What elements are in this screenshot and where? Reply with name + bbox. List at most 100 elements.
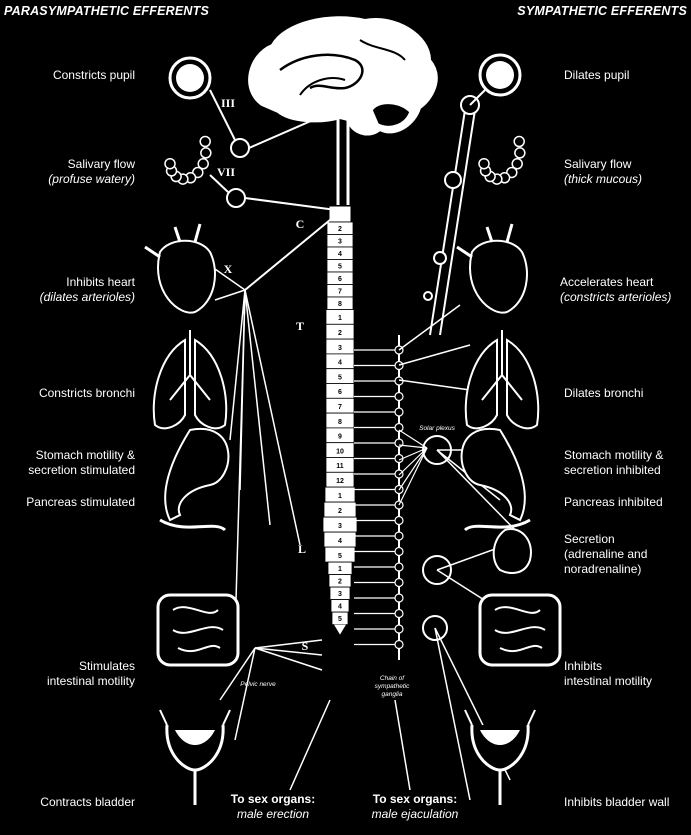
ciliary-ganglion — [230, 138, 250, 158]
cranial-nerve-iii-label: III — [221, 96, 235, 110]
stomach-right-pancreas — [463, 518, 531, 532]
splanchnic-nerve — [398, 447, 428, 491]
spinal-segment-number: 5 — [338, 374, 342, 381]
brain-outline — [248, 16, 438, 205]
bladder-left-fill — [175, 730, 215, 745]
right-label-salivary: Salivary flow (thick mucous) — [564, 157, 643, 186]
pelvic-nerve — [219, 647, 256, 701]
spinal-segment-number: 12 — [336, 478, 344, 485]
salivary-gland-right-lobule — [511, 158, 523, 170]
brain-fold — [279, 53, 364, 90]
spinal-segment-number: 3 — [338, 239, 342, 246]
eye-left-pupil — [176, 64, 204, 92]
chain-ganglion — [394, 391, 404, 402]
salivary-gland-left — [164, 135, 212, 185]
spinal-segment-number: 1 — [338, 315, 342, 322]
chain-ganglion — [394, 624, 404, 634]
cranial-nerve-x-label: X — [224, 262, 233, 276]
spinal-segment-number: 4 — [338, 360, 342, 367]
lungs-right-bronchi — [481, 330, 523, 401]
salivary-gland-right-lobule — [513, 135, 525, 148]
spinal-segment-number: 4 — [338, 604, 342, 611]
left-label-stomach: Stomach motility & secretion stimulated — [28, 448, 135, 477]
region-c-label: C — [296, 217, 305, 231]
parasympathetic-header: PARASYMPATHETIC EFFERENTS — [4, 4, 210, 18]
cervical-ganglion — [433, 251, 447, 265]
stomach-right — [460, 427, 526, 522]
spinal-segment-number: 4 — [338, 251, 342, 258]
chain-ganglion — [394, 593, 404, 603]
spinal-segment-number: 6 — [338, 276, 342, 283]
lungs-right-left-lobe — [464, 338, 498, 430]
lungs-left-left-lobe — [152, 338, 186, 430]
left-label-bladder: Contracts bladder — [40, 795, 135, 809]
spinal-segment-number: 5 — [338, 616, 342, 623]
salivary-gland-left-lobule — [197, 158, 209, 170]
chain-ganglion — [394, 562, 404, 572]
region-s-label: S — [302, 639, 309, 653]
spinal-segment-number: 3 — [338, 591, 342, 598]
right-label-pancreas: Pancreas inhibited — [564, 495, 663, 509]
pelvic-nerve — [234, 647, 256, 741]
lungs-left-bronchi — [169, 330, 211, 401]
stomach-left — [164, 427, 230, 522]
sympathetic-nerve — [434, 627, 471, 801]
bottom-label-ejaculation: To sex organs: male ejaculation — [371, 792, 459, 821]
spinal-segment-number: 3 — [338, 523, 342, 530]
sympathetic-nerve — [398, 379, 471, 391]
spinal-segment-number: 5 — [338, 553, 342, 560]
cerebellum — [371, 102, 411, 128]
solar-plexus-label: Solar plexus — [419, 425, 456, 432]
nerve-to-sex-organs-right — [394, 699, 411, 791]
left-label-pupil: Constricts pupil — [52, 68, 135, 82]
pelvic-nerve — [254, 647, 323, 656]
brainstem — [336, 100, 350, 205]
splanchnic-nerve — [398, 447, 428, 476]
salivary-gland-right — [478, 135, 526, 185]
sympathetic-trunk-ascending — [429, 109, 466, 336]
splanchnic-nerve — [398, 429, 428, 449]
cervical-ganglion — [423, 291, 433, 301]
sympathetic-header: SYMPATHETIC EFFERENTS — [517, 4, 687, 18]
sympathetic-nerve — [398, 304, 461, 351]
lungs-left-right-lobe — [194, 338, 228, 430]
chain-ganglion — [394, 608, 404, 619]
left-label-heart: Inhibits heart (dilates arterioles) — [39, 275, 135, 304]
pelvic-nerve-label: Pelvic nerve — [240, 681, 276, 688]
splanchnic-nerve — [398, 447, 428, 506]
vagus-branch — [214, 289, 246, 301]
vagus-branch — [235, 289, 246, 601]
salivary-gland-right-lobule — [478, 157, 490, 170]
intestine-left-loops — [172, 606, 224, 653]
heart-right-vessels — [456, 223, 514, 259]
spinal-segment-number: 1 — [338, 566, 342, 573]
chain-ganglion — [394, 577, 404, 588]
adrenal-gland — [492, 528, 532, 574]
heart-left — [157, 239, 216, 314]
vagus-branch — [244, 289, 271, 526]
spinal-segment-number: 11 — [336, 463, 344, 470]
lungs-right-right-lobe — [506, 338, 540, 430]
right-label-adrenal: Secretion (adrenaline and noradrenaline) — [564, 532, 648, 576]
nerve-iii — [248, 109, 337, 149]
right-label-pupil: Dilates pupil — [564, 68, 630, 82]
spinal-segment-number: 6 — [338, 389, 342, 396]
spinal-segment-number: 5 — [338, 264, 342, 271]
chain-label-3: ganglia — [382, 691, 403, 698]
intestine-right-loops — [494, 606, 546, 653]
bladder-right-ureter — [464, 709, 473, 726]
region-l-label: L — [298, 542, 306, 556]
salivary-gland-left-lobule — [200, 147, 212, 159]
right-label-bronchi: Dilates bronchi — [564, 386, 644, 400]
bottom-label-erection: To sex organs: male erection — [230, 792, 316, 821]
spinal-segment-number: 2 — [338, 508, 342, 515]
spinal-segment-number: 2 — [338, 226, 342, 233]
chain-ganglion — [394, 639, 404, 650]
otic-ganglion — [226, 188, 246, 208]
nerve-to-salivary-left — [209, 174, 229, 193]
region-t-label: T — [296, 319, 304, 333]
bladder-right-ureter — [527, 709, 536, 726]
chain-ganglion — [394, 469, 404, 479]
cervical-ganglion — [444, 171, 462, 189]
left-label-pancreas: Pancreas stimulated — [26, 495, 135, 509]
